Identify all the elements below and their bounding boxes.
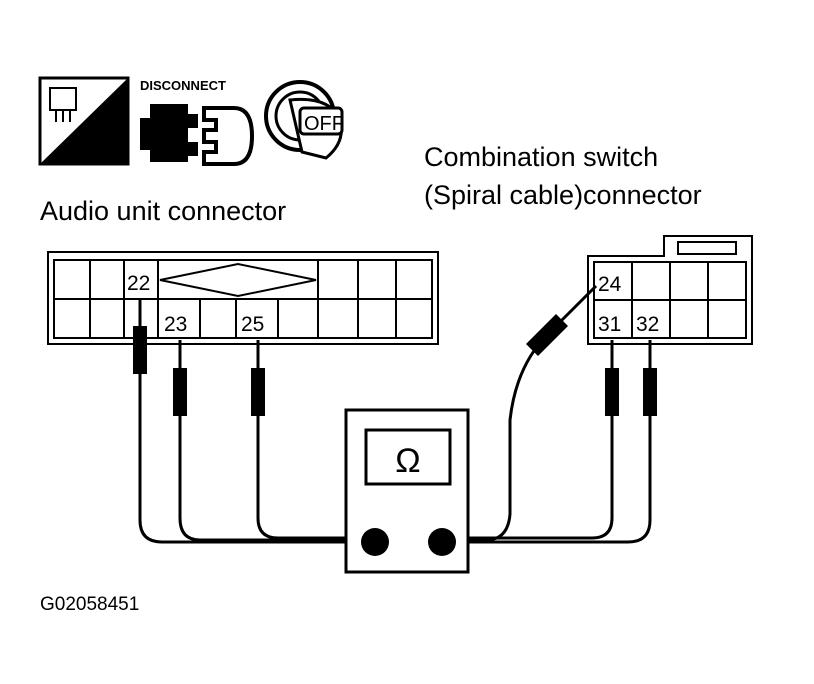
- ohm-symbol: Ω: [395, 442, 420, 480]
- test-leads-left: [138, 300, 362, 544]
- ignition-off-label: OFF: [304, 113, 344, 135]
- combination-connector-title-line2: (Spiral cable)connector: [424, 180, 702, 210]
- audio-unit-connector: 22 23 25: [47, 251, 439, 345]
- meter-terminal-right: [428, 528, 456, 556]
- pin-32-label: 32: [636, 313, 659, 336]
- pin-25-label: 25: [241, 313, 264, 336]
- ignition-off-icon: OFF: [264, 80, 344, 160]
- meter-terminal-left: [361, 528, 389, 556]
- disconnect-label: DISCONNECT: [140, 78, 226, 93]
- ohmmeter: Ω: [344, 408, 470, 574]
- connector-key-diamond: [159, 262, 317, 298]
- combination-switch-connector: 24 31 32: [587, 235, 753, 345]
- pin-23-label: 23: [164, 313, 187, 336]
- harness-side-icon: H.S.: [38, 76, 130, 166]
- probe-needles: [139, 285, 651, 368]
- pin-24-label: 24: [598, 273, 622, 296]
- figure-id: G02058451: [40, 594, 139, 615]
- pin-31-label: 31: [598, 313, 621, 336]
- meter-display: [364, 428, 452, 486]
- probe-tips: [133, 314, 657, 416]
- combination-connector-title-line1: Combination switch: [424, 142, 658, 172]
- pin-22-label: 22: [127, 272, 150, 295]
- harness-side-label: H.S.: [80, 141, 119, 163]
- disconnect-icon: DISCONNECT: [140, 78, 255, 166]
- audio-connector-title: Audio unit connector: [40, 196, 286, 226]
